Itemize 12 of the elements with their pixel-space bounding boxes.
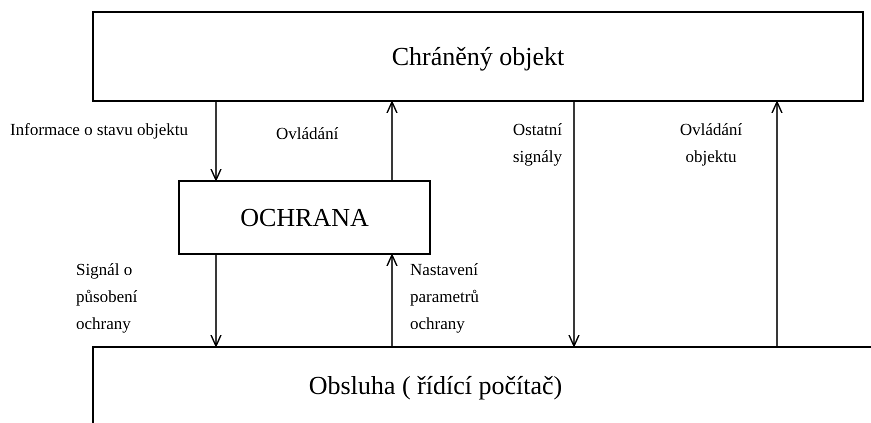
arrow (210, 255, 222, 347)
arrow (386, 254, 398, 346)
box-title: OCHRANA (240, 202, 369, 232)
object-box (92, 11, 864, 102)
box-title: Obsluha ( řídící počítač) (308, 370, 562, 400)
operator-box (92, 346, 871, 423)
arrow (210, 102, 222, 181)
arrow (568, 102, 580, 347)
protection-box (178, 180, 431, 255)
arrow (386, 101, 398, 180)
arrow (771, 101, 783, 346)
box-title: Chráněný objekt (392, 42, 564, 72)
